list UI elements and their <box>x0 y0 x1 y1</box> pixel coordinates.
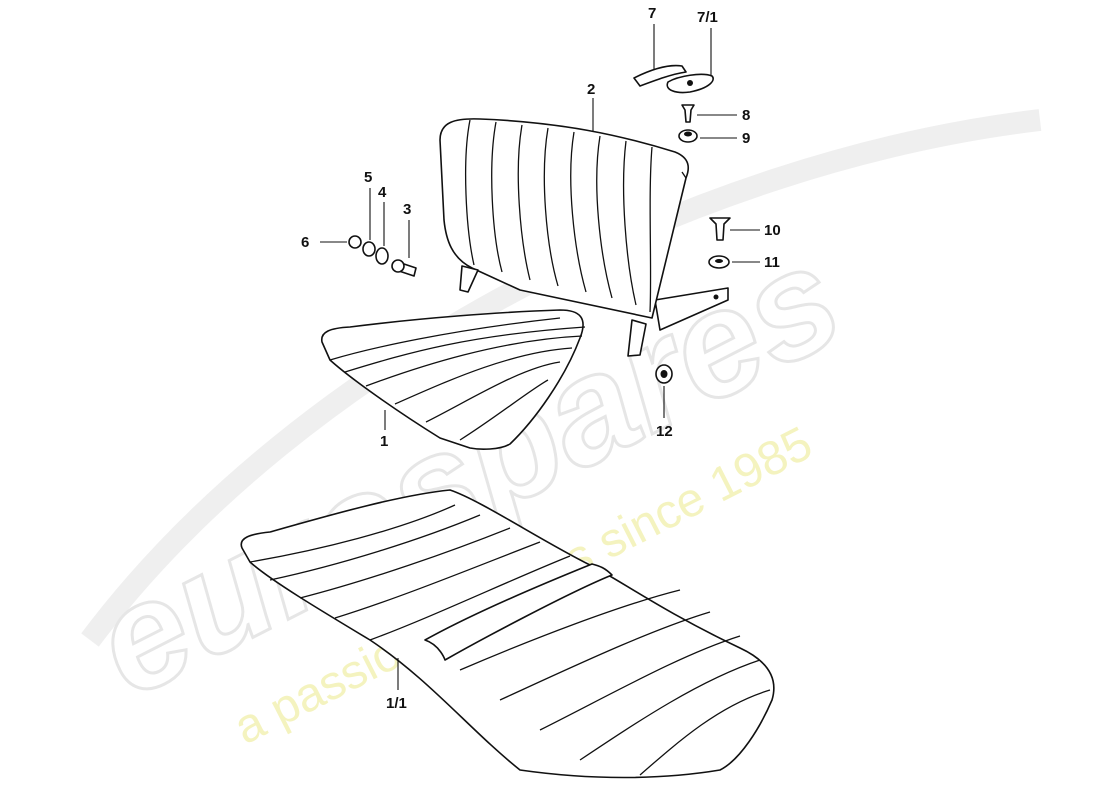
watermark-swoosh <box>81 109 1042 647</box>
bench-cushion-body <box>240 489 775 779</box>
grommet-center <box>684 131 692 137</box>
callout-9: 9 <box>742 130 750 147</box>
callout-12: 12 <box>656 423 673 440</box>
part-4-washer <box>375 247 389 265</box>
callout-2: 2 <box>587 81 595 98</box>
callout-1: 1 <box>380 433 388 450</box>
callout-5: 5 <box>364 169 372 186</box>
part-10-screw <box>709 217 731 241</box>
washer-center <box>715 259 723 263</box>
bench-cushion-seam <box>424 563 613 661</box>
callout-10: 10 <box>764 222 781 239</box>
backrest-mount-bracket <box>654 287 729 331</box>
callout-8: 8 <box>742 107 750 124</box>
part-6-washer <box>348 235 362 249</box>
part-7-trim-strip <box>633 64 687 87</box>
callout-7-1: 7/1 <box>697 9 718 26</box>
bushing-center <box>660 370 668 378</box>
bracket-hole <box>713 294 719 300</box>
backrest-cushion <box>439 118 690 319</box>
callout-labels: 1 1/1 2 3 4 5 6 7 7/1 8 9 10 11 12 <box>301 5 781 712</box>
bench-cushion <box>240 489 775 779</box>
part-5-washer <box>362 241 376 257</box>
callout-4: 4 <box>378 184 387 201</box>
callout-11: 11 <box>764 254 780 271</box>
hardware <box>348 64 731 384</box>
leader-lines <box>320 24 760 690</box>
backrest <box>439 118 729 357</box>
cover-plate-hole <box>687 80 693 86</box>
callout-3: 3 <box>403 201 411 218</box>
callout-1-1: 1/1 <box>386 695 407 712</box>
backrest-right-leg <box>627 319 647 357</box>
callout-7: 7 <box>648 5 656 22</box>
part-8-screw <box>681 104 695 123</box>
backrest-left-leg <box>459 265 479 293</box>
seat-cushion <box>321 309 586 450</box>
part-3-bolt-head <box>391 259 405 273</box>
callout-6: 6 <box>301 234 309 251</box>
